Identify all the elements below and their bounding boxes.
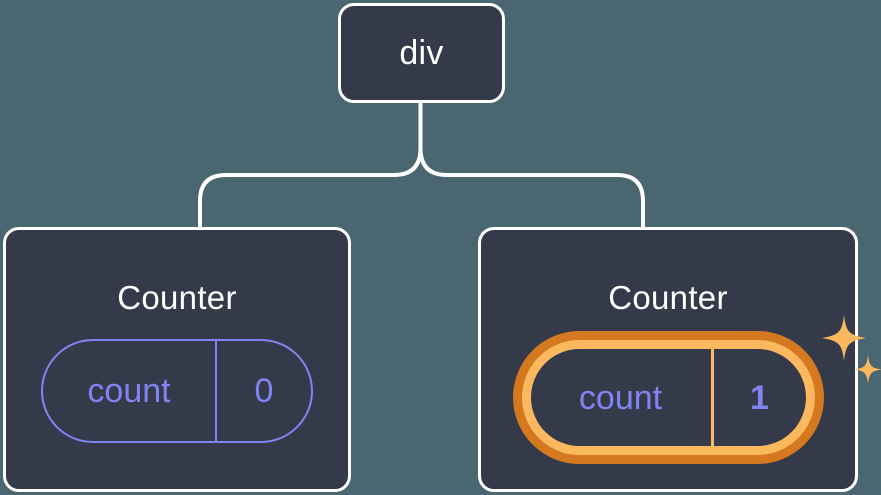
sparkle-small-icon — [853, 355, 881, 384]
state-pill-right-wrapper: count 1 — [512, 315, 881, 464]
sparkle-large-icon — [821, 315, 866, 361]
connector-to-left-child — [198, 101, 423, 230]
state-pill-right-inner: count 1 — [530, 349, 806, 446]
connector-to-right-child — [418, 101, 645, 230]
node-root-div[interactable]: div — [338, 3, 505, 103]
state-pill-right-value: 1 — [710, 349, 806, 446]
state-pill-left-key: count — [87, 372, 171, 410]
state-pill-left[interactable]: count 0 — [41, 339, 313, 443]
node-counter-left-label: Counter — [117, 279, 237, 316]
sparkles-group — [821, 315, 881, 384]
state-pill-left-value: 0 — [215, 341, 311, 441]
node-counter-right[interactable]: Counter count 1 — [478, 227, 881, 492]
state-pill-left-wrapper: count 0 — [41, 339, 313, 443]
node-root-label: div — [399, 34, 444, 72]
node-counter-right-label: Counter — [608, 279, 728, 316]
state-pill-right-key: count — [578, 378, 663, 417]
node-counter-left[interactable]: Counter count 0 — [3, 227, 351, 492]
state-pill-right[interactable]: count 1 — [512, 331, 824, 464]
